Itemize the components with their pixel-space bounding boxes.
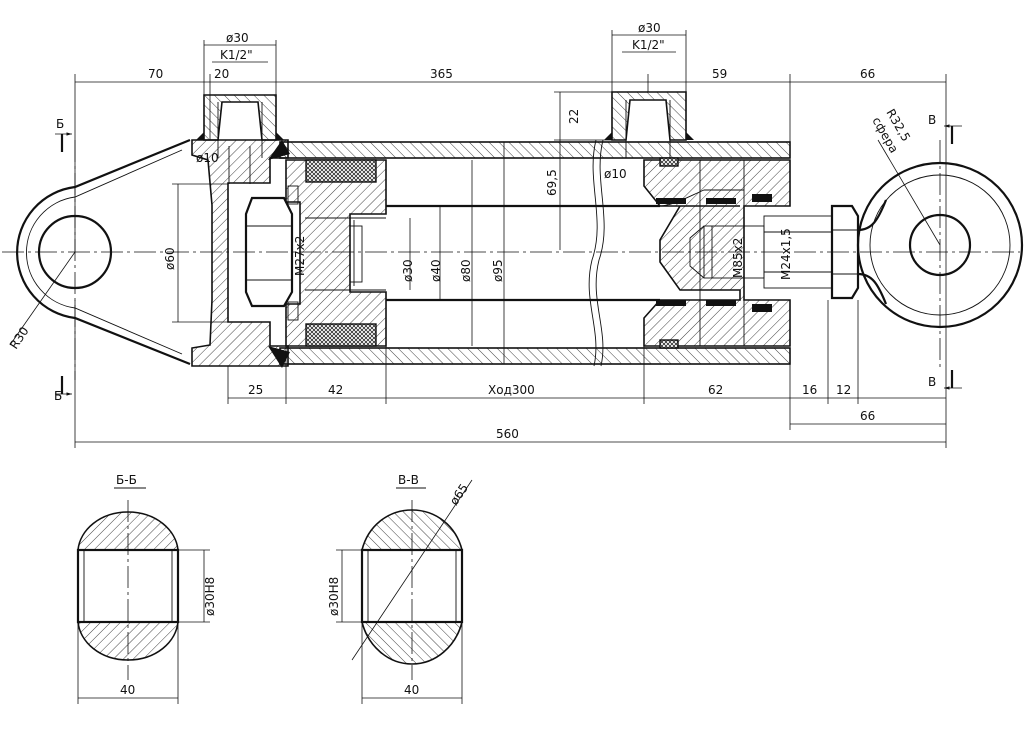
section-mark-b-bottom: Б — [54, 389, 62, 403]
section-mark-v-top: В — [928, 113, 936, 127]
section-v-sphere: ø65 — [447, 481, 471, 508]
piston — [285, 159, 387, 347]
dimension-lines — [9, 30, 962, 448]
dim-16: 16 — [802, 383, 817, 397]
port-left-thread: K1/2" — [220, 48, 253, 62]
dim-560: 560 — [496, 427, 519, 441]
dim-69-5: 69,5 — [545, 169, 559, 196]
radius-r30: R30 — [7, 324, 32, 351]
port-left-offset: 20 — [214, 67, 229, 81]
dim-12: 12 — [836, 383, 851, 397]
dia-95: ø95 — [491, 259, 505, 282]
port-right-dia: ø30 — [638, 21, 661, 35]
section-b-width: 40 — [120, 683, 135, 697]
barrel-top-wall — [279, 141, 791, 159]
dia-40: ø40 — [429, 259, 443, 282]
dim-62: 62 — [708, 383, 723, 397]
dim-66-bottom: 66 — [860, 409, 875, 423]
right-eye — [856, 139, 1024, 370]
dim-42: 42 — [328, 383, 343, 397]
rear-cap — [191, 139, 289, 367]
dia-60: ø60 — [163, 247, 177, 270]
section-b-bore: ø30H8 — [203, 577, 217, 616]
right-port — [604, 91, 694, 158]
thread-m24: M24x1,5 — [779, 228, 793, 280]
section-mark-v-bottom: В — [928, 375, 936, 389]
section-mark-b-top: Б — [56, 117, 64, 131]
section-v: В-В ø65 ø30H8 40 — [327, 473, 473, 704]
section-b: Б-Б ø30H8 40 — [76, 473, 217, 704]
rod-end — [659, 189, 860, 300]
port-left-dia: ø30 — [226, 31, 249, 45]
left-port — [196, 94, 284, 184]
dia-10-left: ø10 — [196, 151, 219, 165]
dia-80: ø80 — [459, 259, 473, 282]
section-b-title: Б-Б — [116, 473, 137, 487]
dim-25: 25 — [248, 383, 263, 397]
piston-seal-bottom — [305, 323, 377, 347]
piston-rod — [305, 139, 660, 367]
dia-30: ø30 — [401, 259, 415, 282]
dim-66-top: 66 — [860, 67, 875, 81]
thread-m85: M85x2 — [731, 238, 745, 278]
dim-stroke: Ход300 — [488, 383, 535, 397]
piston-nut — [244, 185, 299, 321]
thread-m27: M27x2 — [293, 236, 307, 276]
section-v-title: В-В — [398, 473, 419, 487]
section-v-bore: ø30H8 — [327, 577, 341, 616]
dimension-texts: 70 365 59 66 ø30 K1/2" 20 ø30 K1/2" 22 6… — [7, 21, 936, 441]
dim-365: 365 — [430, 67, 453, 81]
dim-22: 22 — [567, 109, 581, 124]
dim-59: 59 — [712, 67, 727, 81]
barrel-bottom-wall — [279, 347, 791, 365]
dim-70: 70 — [148, 67, 163, 81]
port-right-thread: K1/2" — [632, 38, 665, 52]
front-gland — [643, 157, 791, 349]
main-view: 70 365 59 66 ø30 K1/2" 20 ø30 K1/2" 22 6… — [2, 21, 1024, 448]
dia-10-right: ø10 — [604, 167, 627, 181]
piston-seal-top — [305, 159, 377, 183]
section-v-width: 40 — [404, 683, 419, 697]
